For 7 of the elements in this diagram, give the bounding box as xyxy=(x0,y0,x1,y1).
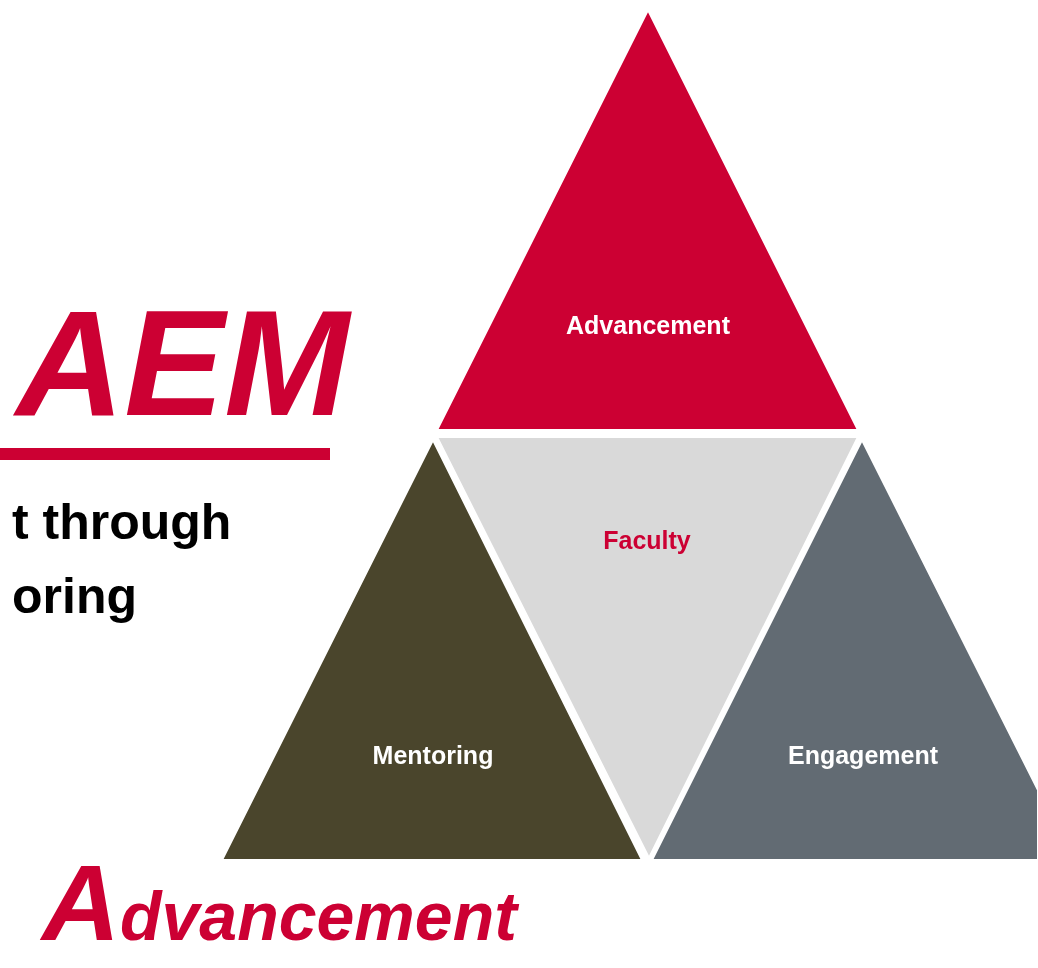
word-heading: Advancement xyxy=(42,848,517,965)
segment-label: Mentoring xyxy=(372,740,494,770)
subtitle-text: t through oring xyxy=(12,493,233,626)
acronym-heading: AEM xyxy=(2,278,374,448)
segment-label: Engagement xyxy=(788,740,938,770)
segment-label: Advancement xyxy=(566,310,730,340)
segment-label: Faculty xyxy=(603,525,691,555)
